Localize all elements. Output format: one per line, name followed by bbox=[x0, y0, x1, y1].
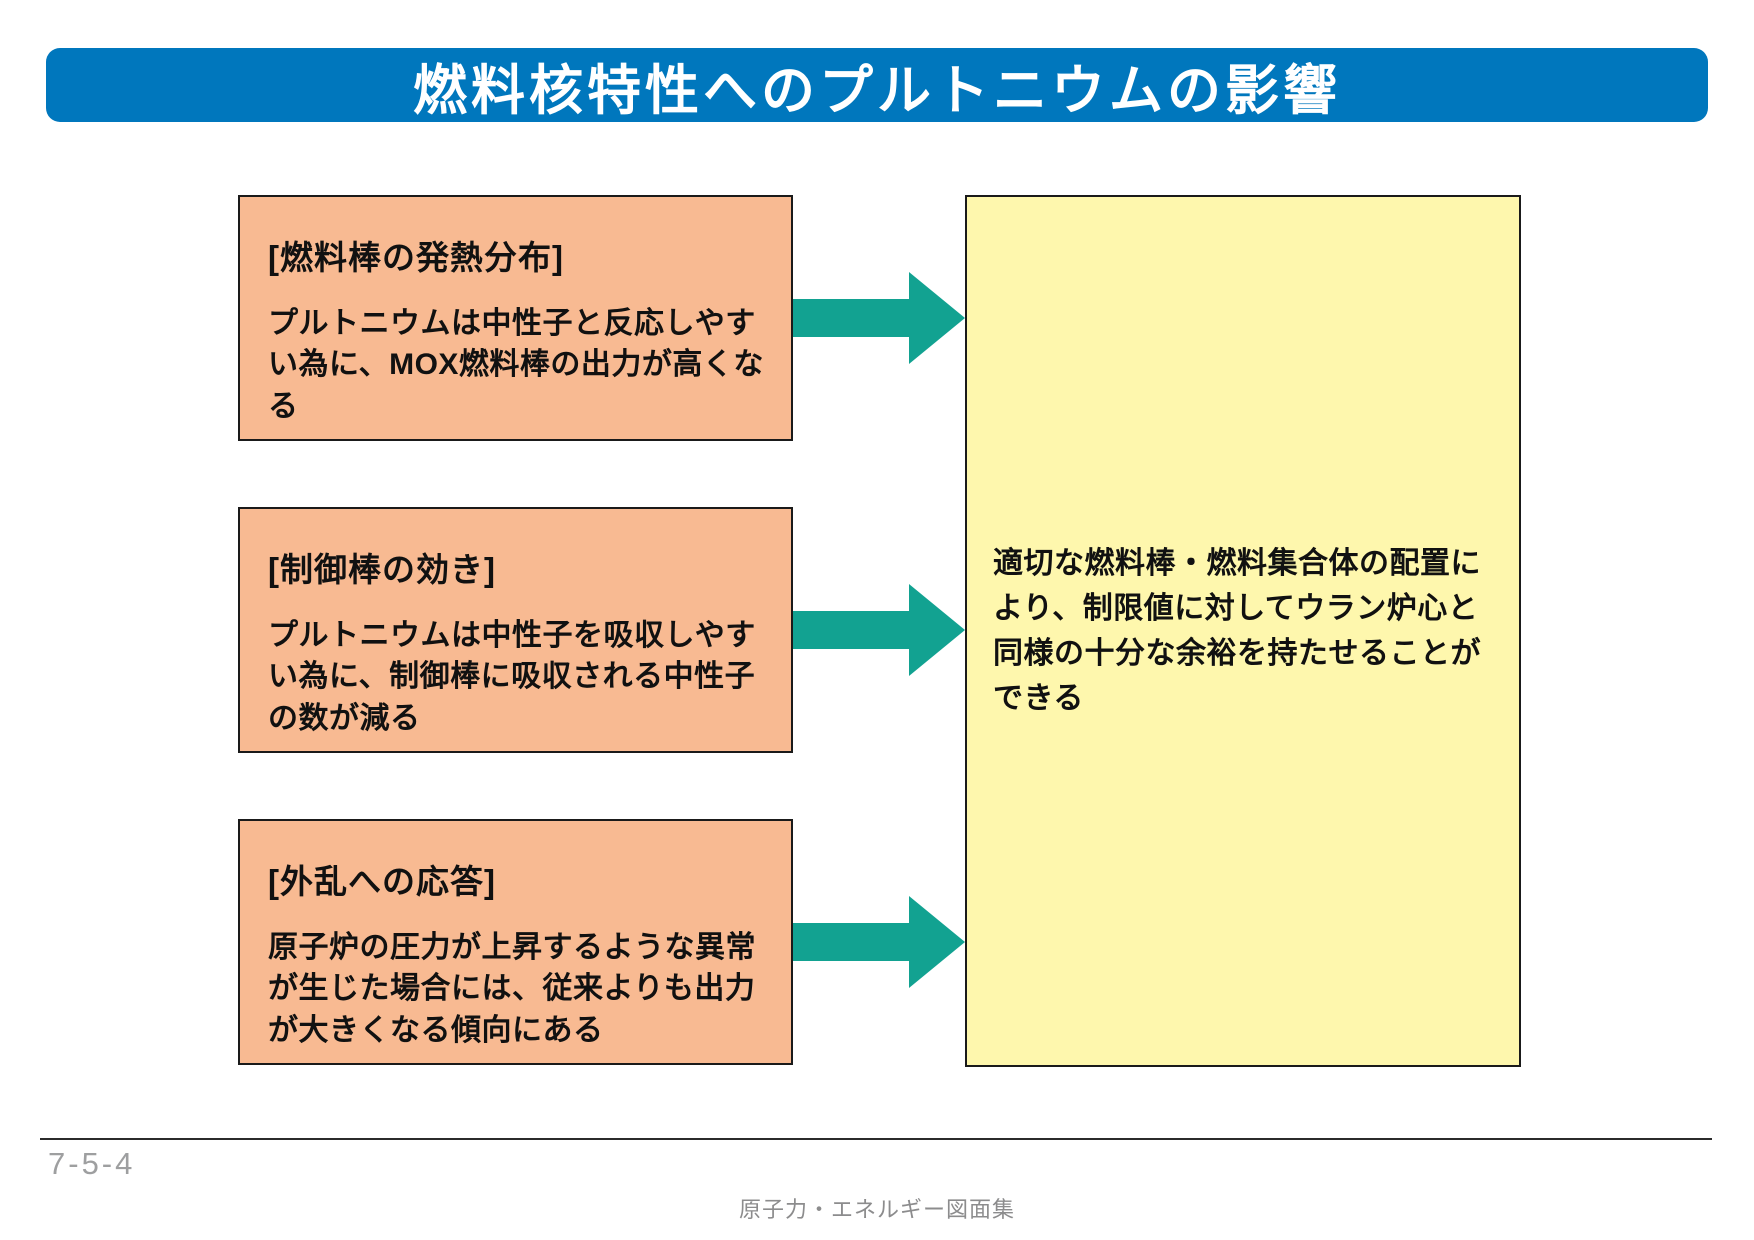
box-fuel-rod-heat-distribution: [燃料棒の発熱分布] プルトニウムは中性子と反応しやすい為に、MOX燃料棒の出力… bbox=[238, 195, 793, 441]
cause-box-body: プルトニウムは中性子と反応しやすい為に、MOX燃料棒の出力が高くなる bbox=[268, 307, 764, 423]
page-title: 燃料核特性へのプルトニウムの影響 bbox=[413, 60, 1341, 121]
arrow-shaft bbox=[793, 299, 910, 337]
cause-box-heading: [外乱への応答] bbox=[268, 863, 496, 900]
cause-box-heading: [制御棒の効き] bbox=[268, 551, 496, 588]
box-disturbance-response: [外乱への応答] 原子炉の圧力が上昇するような異常が生じた場合には、従来よりも出… bbox=[238, 819, 793, 1065]
arrow-shaft bbox=[793, 923, 910, 961]
result-text: 適切な燃料棒・燃料集合体の配置により、制限値に対してウラン炉心と同様の十分な余裕… bbox=[993, 547, 1481, 715]
document-source: 原子力・エネルギー図面集 bbox=[738, 1197, 1015, 1222]
right-arrow-icon bbox=[793, 896, 965, 988]
cause-box-heading: [燃料棒の発熱分布] bbox=[268, 239, 564, 276]
footer-divider bbox=[40, 1138, 1712, 1140]
cause-box-body: プルトニウムは中性子を吸収しやすい為に、制御棒に吸収される中性子の数が減る bbox=[268, 619, 756, 735]
page-number: 7-5-4 bbox=[48, 1146, 136, 1181]
box-control-rod-worth: [制御棒の効き] プルトニウムは中性子を吸収しやすい為に、制御棒に吸収される中性… bbox=[238, 507, 793, 753]
right-arrow-icon bbox=[793, 584, 965, 676]
arrow-head bbox=[909, 896, 965, 988]
arrow-head bbox=[909, 272, 965, 364]
result-box: 適切な燃料棒・燃料集合体の配置により、制限値に対してウラン炉心と同様の十分な余裕… bbox=[965, 195, 1521, 1067]
arrow-head bbox=[909, 584, 965, 676]
cause-box-body: 原子炉の圧力が上昇するような異常が生じた場合には、従来よりも出力が大きくなる傾向… bbox=[268, 931, 756, 1047]
arrow-shaft bbox=[793, 611, 910, 649]
right-arrow-icon bbox=[793, 272, 965, 364]
title-bar: 燃料核特性へのプルトニウムの影響 bbox=[46, 48, 1708, 122]
